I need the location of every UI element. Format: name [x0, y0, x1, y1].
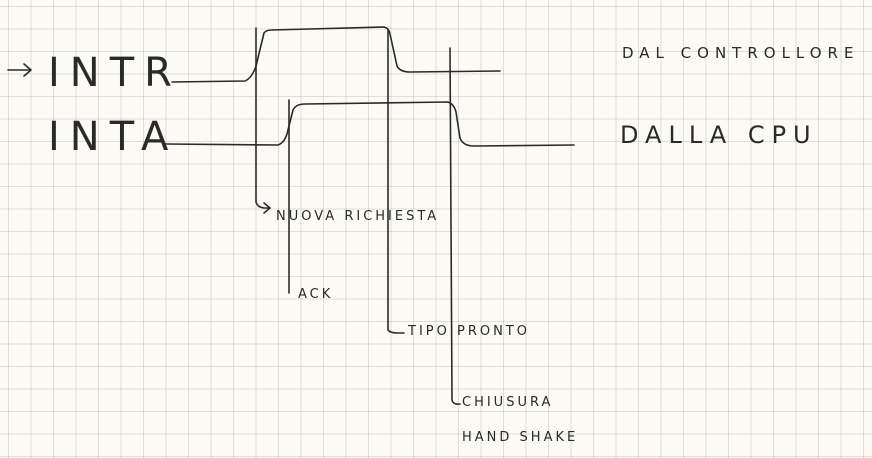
handshake-close-marker	[449, 47, 461, 405]
annotation-new-request: NUOVA RICHIESTA	[276, 209, 439, 224]
new-request-marker	[255, 27, 271, 209]
input-arrow-icon	[7, 63, 32, 77]
new-request-arrow-icon	[263, 202, 271, 214]
type-ready-marker	[387, 29, 405, 334]
source-label-intr: DAL CONTROLLORE	[622, 44, 859, 62]
inta-waveform	[164, 101, 575, 147]
source-label-inta: DALLA CPU	[620, 121, 818, 149]
signal-label-inta: INTA	[48, 114, 178, 160]
intr-waveform	[171, 26, 501, 83]
annotation-closing-line2: HAND SHAKE	[462, 430, 578, 445]
annotation-closing-line1: CHIUSURA	[462, 395, 553, 410]
signal-label-intr: INTR	[48, 50, 182, 96]
annotation-type-ready: TIPO PRONTO	[407, 324, 530, 339]
annotation-ack: ACK	[298, 287, 333, 302]
